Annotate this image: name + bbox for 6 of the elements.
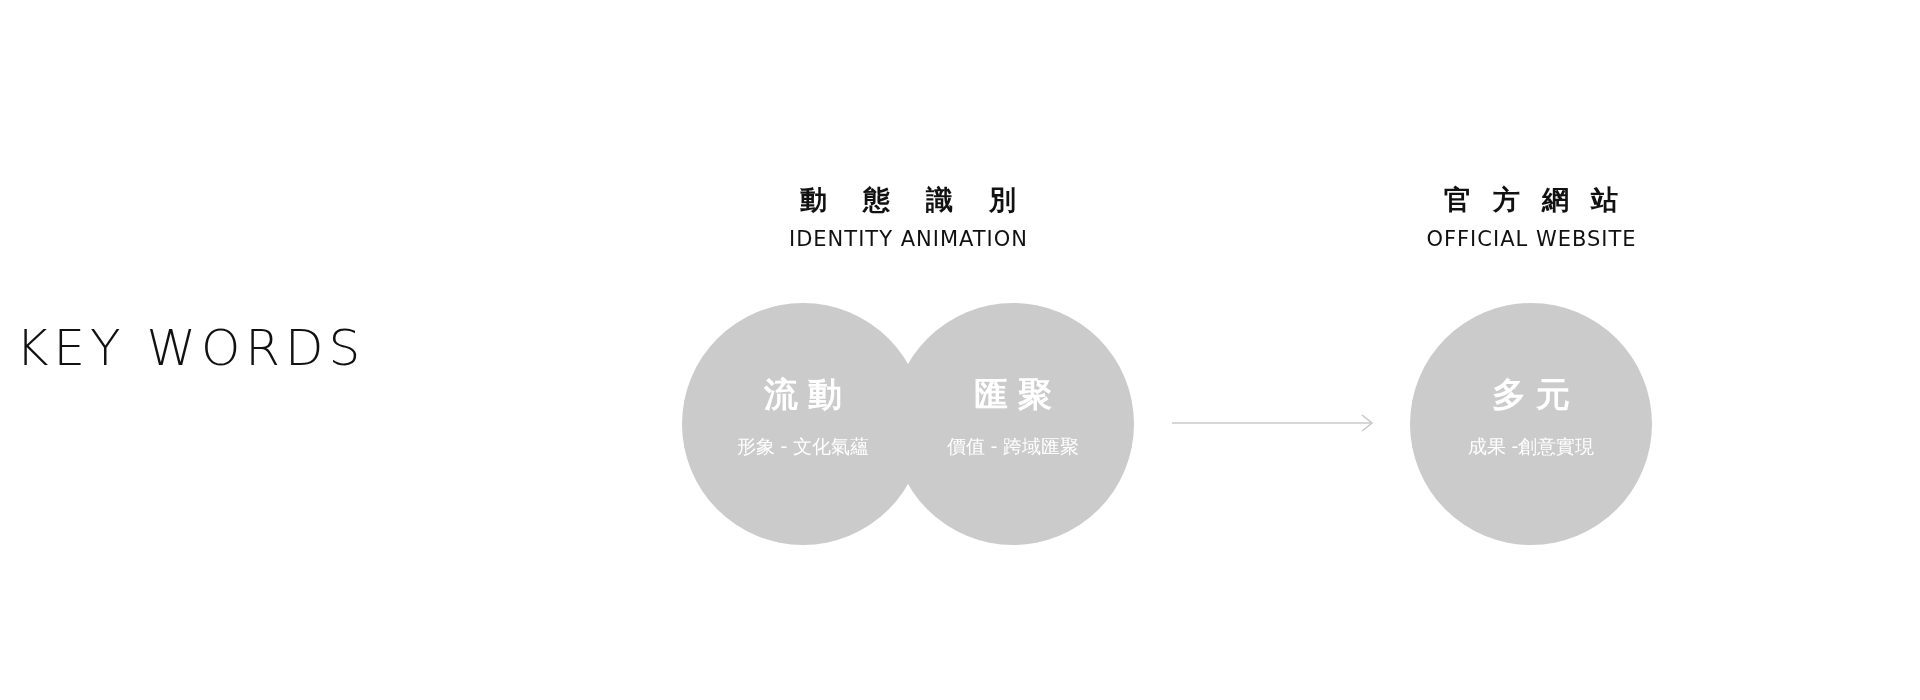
section-subheading: IDENTITY ANIMATION [787, 227, 1029, 251]
arrow [1171, 414, 1373, 432]
page-title: KEY WORDS [14, 319, 366, 377]
section-subheading: OFFICIAL WEBSITE [1425, 227, 1637, 251]
section-heading: 官方網站 [1443, 183, 1640, 217]
section-heading: 動態識別 [799, 183, 1052, 217]
